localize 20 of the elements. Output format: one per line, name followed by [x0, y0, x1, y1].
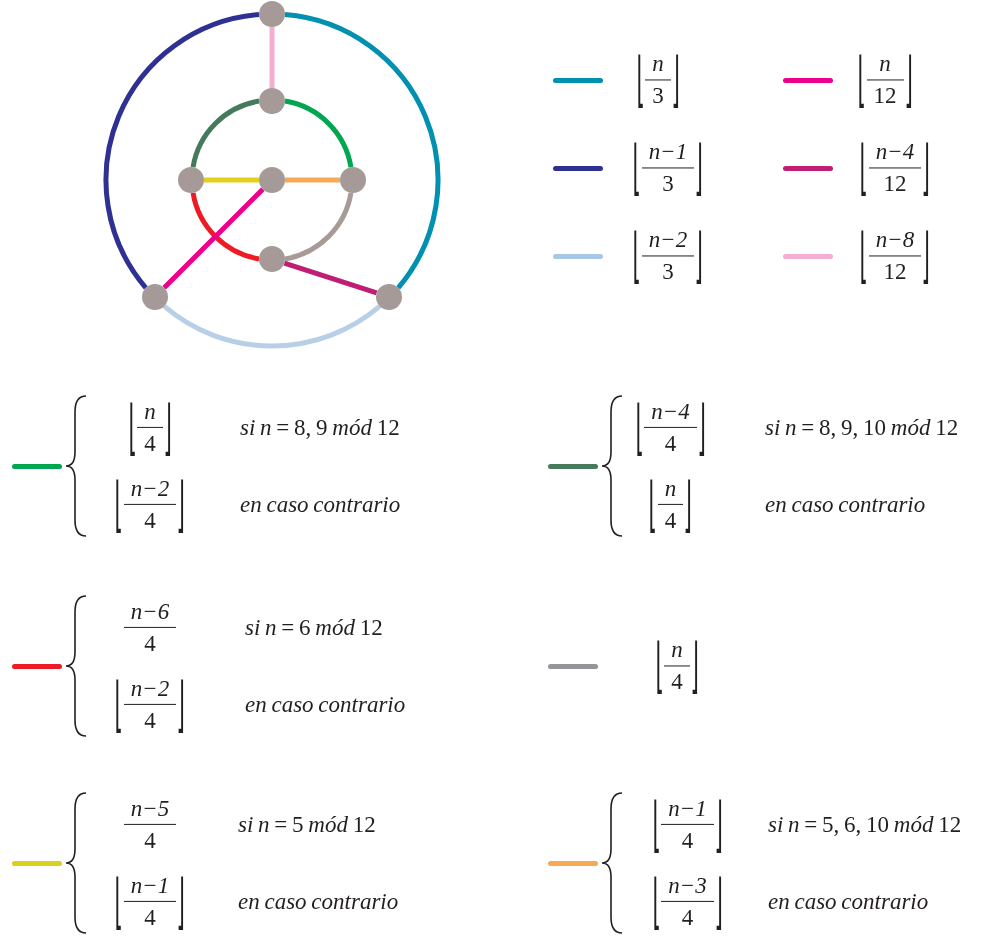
vertex-dot: [142, 284, 168, 310]
graph-edge: [285, 177, 340, 183]
vertex-dot: [340, 167, 366, 193]
vertex-dot: [259, 88, 285, 114]
graph-edge: [284, 12, 441, 290]
vertex-dot: [259, 167, 285, 193]
graph-edge: [269, 27, 275, 88]
graph-edge: [284, 98, 354, 168]
vertex-dot: [259, 1, 285, 27]
graph-edge: [162, 304, 382, 349]
vertex-dot: [178, 167, 204, 193]
graph-edge: [190, 98, 260, 168]
graph-edge: [204, 177, 259, 183]
graph-edge: [103, 12, 260, 290]
graph-edge: [190, 192, 260, 262]
vertex-dot: [376, 284, 402, 310]
graph-edge: [162, 187, 265, 290]
vertex-dot: [259, 246, 285, 272]
graph-edge: [283, 260, 378, 296]
graph-edge: [284, 192, 354, 262]
